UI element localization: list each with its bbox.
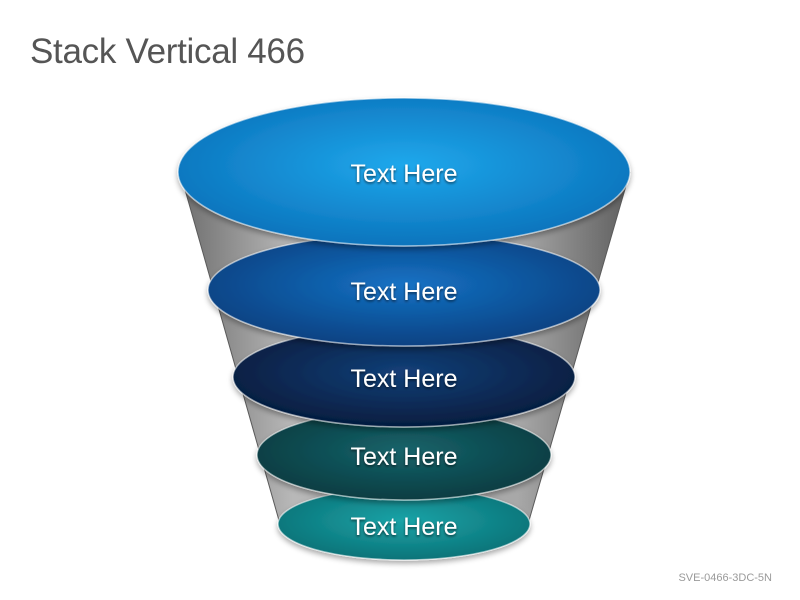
slide-title: Stack Vertical 466 xyxy=(30,32,305,71)
funnel-layer-3-label: Text Here xyxy=(351,365,458,393)
funnel-layer-1-label: Text Here xyxy=(351,160,458,188)
funnel-layer-1 xyxy=(177,97,631,247)
funnel-layer-4-label: Text Here xyxy=(351,443,458,471)
footer-code: SVE-0466-3DC-5N xyxy=(678,572,772,584)
funnel-layer-5-label: Text Here xyxy=(351,513,458,541)
funnel-layer-2-label: Text Here xyxy=(351,278,458,306)
